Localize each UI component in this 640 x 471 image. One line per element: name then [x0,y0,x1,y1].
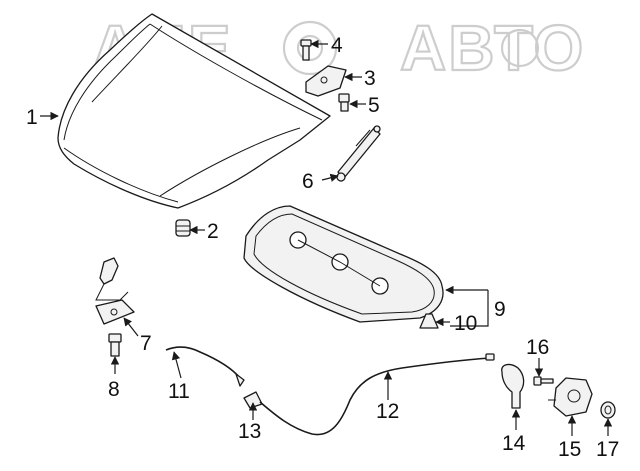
hinge-nut [338,93,350,112]
callout-9: 9 [494,298,506,321]
hood-panel [57,13,331,209]
callout-16: 16 [526,336,549,359]
callout-1: 1 [26,106,38,129]
handle-screw [533,376,554,386]
leader-lines [40,39,613,436]
hood-latch [95,257,135,325]
callout-14: 14 [502,432,526,455]
hood-insulator [243,205,444,323]
callout-labels: 1 2 3 4 5 6 7 8 9 10 11 12 13 14 16 15 1… [26,34,619,461]
callout-7: 7 [140,332,152,355]
latch-bolt [108,333,122,357]
callout-17: 17 [596,438,619,461]
callout-4: 4 [331,34,343,57]
callout-13: 13 [238,420,261,443]
release-cable [259,353,495,436]
callout-12: 12 [376,400,399,423]
release-handle [501,363,525,409]
release-cable-front [165,346,245,387]
hood-bumper [175,219,191,237]
callout-2: 2 [207,220,219,243]
callout-15: 15 [558,438,581,461]
hinge-bolt [300,39,312,61]
callout-8: 8 [108,378,120,401]
callout-11: 11 [168,380,190,403]
insulator-clip [419,313,439,329]
gas-strut [336,125,381,182]
grommet [600,401,616,419]
lock-actuator [548,377,593,417]
hood-hinge [305,65,347,97]
svg-text:АВТО: АВТО [400,12,585,84]
callout-10: 10 [454,312,477,335]
callout-5: 5 [368,94,380,117]
callout-3: 3 [364,67,376,90]
callout-6: 6 [302,170,314,193]
